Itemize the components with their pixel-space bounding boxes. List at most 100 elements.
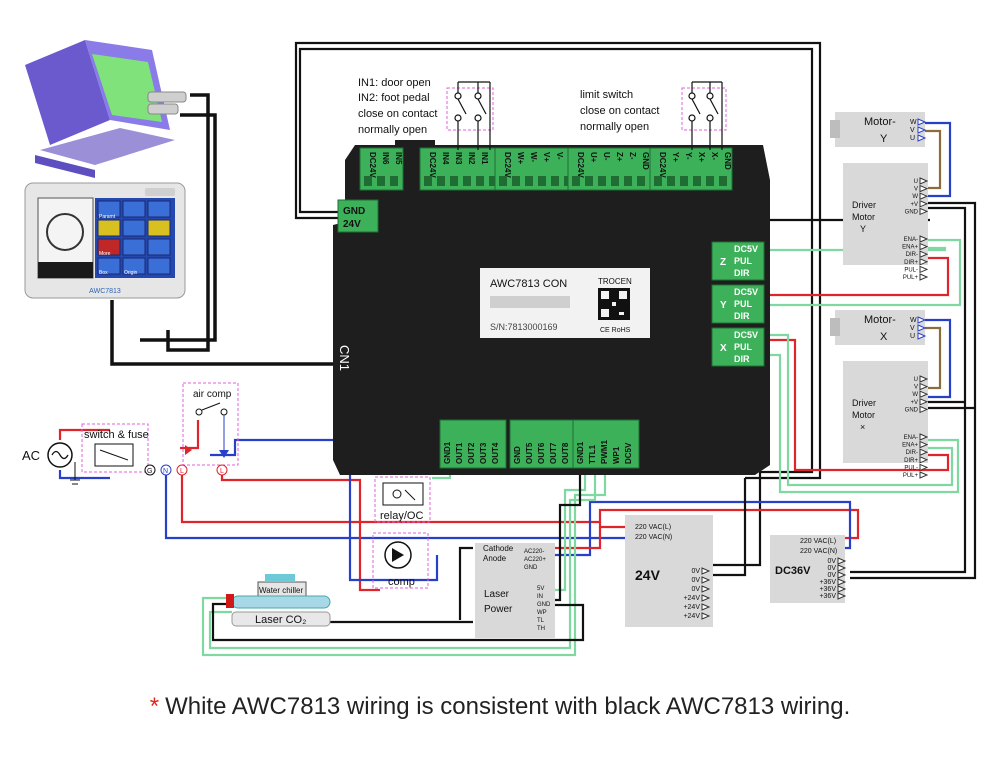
psu36-output-pin: +36V xyxy=(819,579,836,586)
terminal-screw xyxy=(424,176,432,186)
mains-section: AC switch & fuse air comp G N L L relay/… xyxy=(22,382,431,589)
bottom-terminal-pin: OUT2 xyxy=(467,442,476,464)
top-terminal-pin: Z+ xyxy=(615,152,624,162)
terminal-screw xyxy=(512,176,520,186)
bottom-terminal-block xyxy=(509,419,577,469)
driver-pin: PUL- xyxy=(904,267,918,273)
top-terminal-pin: GND xyxy=(723,152,732,170)
wire-blue-mx-w xyxy=(925,318,952,399)
bottom-terminal-pin: OUT1 xyxy=(455,442,464,464)
neutral-symbol xyxy=(160,464,172,476)
motor-shaft xyxy=(830,318,840,336)
wire-blue-my-w xyxy=(925,121,952,198)
driver-connector xyxy=(919,273,929,281)
wire-black-36v-0v-2 xyxy=(850,201,977,580)
comp-box xyxy=(372,532,429,589)
psu36-output-pin: 0V xyxy=(827,572,836,579)
top-terminal-pin: DC24V xyxy=(368,152,377,178)
psu36-connector xyxy=(837,578,847,586)
controller-brand-label: TROCEN xyxy=(598,277,632,286)
psu36-connector xyxy=(837,585,847,593)
terminal-screw xyxy=(598,176,606,186)
wire-black-hmi-cn1 xyxy=(110,300,335,366)
driver-pin: ENA- xyxy=(904,237,918,243)
wire-black-laser-gnd xyxy=(211,602,585,642)
hmi-key xyxy=(147,200,171,218)
wire-black-psu-24v xyxy=(712,478,747,577)
motor-phase: V xyxy=(910,325,915,332)
driver-connector xyxy=(919,200,929,208)
live-symbol-label: L xyxy=(180,468,184,475)
laser-power-title-1: Laser xyxy=(484,589,510,600)
psu24-output-pin: +24V xyxy=(683,595,700,602)
wire-black-top-loop-2 xyxy=(298,47,814,474)
hmi-key xyxy=(147,219,171,237)
motor-phase: U xyxy=(910,333,915,340)
psu24-connector xyxy=(701,603,711,611)
top-terminal-pin: IN3 xyxy=(454,152,463,165)
psu24-input-pin: 220 VAC(N) xyxy=(635,534,672,541)
terminal-screw xyxy=(572,176,580,186)
wire-brown-my xyxy=(925,129,942,190)
cn1-label: CN1 xyxy=(337,345,352,371)
driver-title: Driver xyxy=(852,398,876,408)
driver-connector xyxy=(919,463,929,472)
driver-connector xyxy=(919,382,929,391)
psu36-connector xyxy=(837,592,847,600)
motor-connector xyxy=(917,332,927,340)
water-chiller-label: Water chiller xyxy=(259,586,303,595)
ground-symbol-label: G xyxy=(147,468,152,475)
driver-pin: U xyxy=(914,179,918,185)
laser-power-cathode: Cathode xyxy=(483,544,514,553)
driver-pin: +V xyxy=(910,400,918,406)
axis-terminal-block xyxy=(711,241,765,281)
hmi-button-label: Paramt xyxy=(99,214,116,220)
note-limit-open: normally open xyxy=(580,121,649,133)
bottom-terminal-pin: GND1 xyxy=(576,441,585,464)
driver-connector xyxy=(919,375,929,383)
laser-power-signal-pin: IN xyxy=(537,594,543,600)
wire-green-5v xyxy=(208,470,597,650)
driver-connector xyxy=(919,184,929,193)
laser-tube-label: Laser CO₂ xyxy=(255,614,306,626)
footnote-star: * xyxy=(149,693,160,720)
pc-monitor xyxy=(25,40,187,178)
axis-pin: DC5V xyxy=(734,330,758,340)
driver-pin: PUL- xyxy=(904,465,918,471)
hmi-key xyxy=(122,238,146,256)
psu36-output-pin: 0V xyxy=(827,565,836,572)
psu24-output-pin: +24V xyxy=(683,604,700,611)
terminal-screw xyxy=(538,176,546,186)
bottom-terminal-pin: DC5V xyxy=(624,442,633,464)
wire-black-36v-0v xyxy=(850,206,967,574)
water-chiller: Water chiller xyxy=(257,574,307,597)
driver-pin: GND xyxy=(905,407,919,413)
wire-green-wp xyxy=(201,470,607,657)
laser-power-ac-pin: AC220- xyxy=(524,549,544,555)
driver-connector xyxy=(919,235,929,243)
terminal-screw xyxy=(667,176,675,186)
psu36-input-pin: 220 VAC(N) xyxy=(800,548,837,555)
driver-connector xyxy=(919,390,929,398)
note-in2: IN2: foot pedal xyxy=(358,92,430,104)
driver-pin: +V xyxy=(910,202,918,208)
top-terminal-pin: DC24V xyxy=(658,152,667,178)
terminal-screw xyxy=(437,176,445,186)
terminal-screw xyxy=(585,176,593,186)
axis-name: X xyxy=(720,343,727,354)
bottom-terminal-pin: PWM1 xyxy=(600,439,609,464)
hmi-button-label: Origin xyxy=(124,270,138,276)
wire-red-l-24v xyxy=(598,522,625,529)
psu24-connector xyxy=(701,585,711,593)
controller-board: GND 24V DC24VIN6IN5DC24VIN4IN3IN2IN1GNDD… xyxy=(333,140,770,475)
top-terminal-pin: X- xyxy=(710,152,719,160)
top-terminal-blocks: DC24VIN6IN5DC24VIN4IN3IN2IN1GNDDC24VW+W-… xyxy=(359,147,733,191)
laser-power-signal-pin: 5V xyxy=(537,586,544,592)
psu36-connector xyxy=(837,571,847,579)
air-comp-box xyxy=(182,382,239,466)
hmi-key xyxy=(122,200,146,218)
axis-pin: PUL xyxy=(734,299,753,309)
